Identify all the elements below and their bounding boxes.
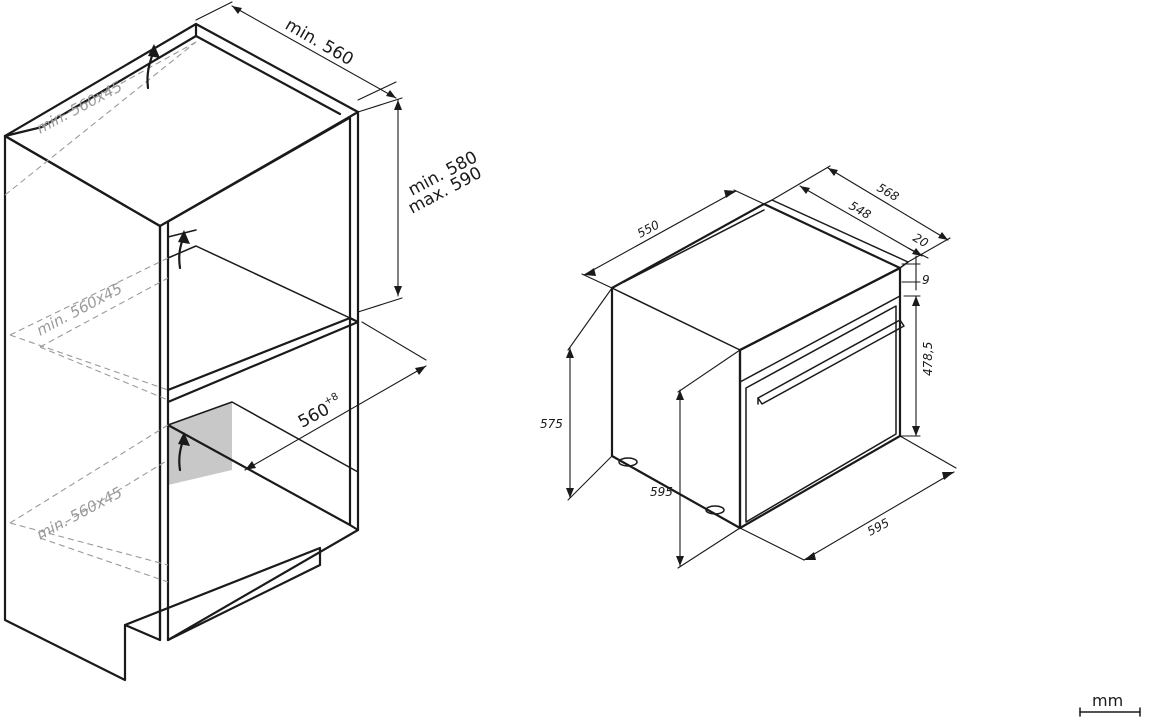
dim-niche-width: min. 560 xyxy=(282,15,357,70)
cabinet-top xyxy=(3,22,360,228)
oven-handle xyxy=(757,319,905,405)
dim-oven-door-height: 478,5 xyxy=(921,342,935,376)
oven-unit: 550 568 548 20 9 478,5 575 xyxy=(540,165,957,569)
dim-oven-top-depth: 550 xyxy=(635,217,662,240)
oven-foot xyxy=(705,505,725,515)
vent-label-bottom: min. 560x45 xyxy=(33,483,125,543)
airflow-arrow-icon xyxy=(178,230,190,270)
dim-oven-gap-9: 9 xyxy=(922,273,930,287)
units-label: mm xyxy=(1092,691,1123,710)
oven-door xyxy=(745,305,897,523)
airflow-arrow-icon xyxy=(146,44,160,90)
dim-oven-depth-548: 548 xyxy=(847,198,874,222)
dim-oven-front-20: 20 xyxy=(911,230,932,250)
dim-oven-total-height: 595 xyxy=(650,485,673,499)
units-legend: mm xyxy=(1079,691,1141,717)
oven-front-panel xyxy=(738,266,902,530)
oven-foot xyxy=(618,457,638,467)
vent-label-middle: min. 560x45 xyxy=(33,279,125,339)
dim-niche-depth-tolerance: +8 xyxy=(322,391,340,408)
oven-body xyxy=(610,202,902,530)
vent-label-top: min. 560x45 xyxy=(33,77,125,137)
cabinet-left-panel xyxy=(3,134,162,682)
airflow-arrow-icon xyxy=(178,432,190,472)
dim-oven-width: 595 xyxy=(865,516,892,539)
dim-oven-depth-568: 568 xyxy=(875,180,902,204)
cabinet-lower-shelf xyxy=(166,423,360,642)
cabinet-niche: min. 560 min. 580 max. 590 560 +8 min. 5… xyxy=(3,1,485,682)
cabinet-middle-shelf xyxy=(166,316,360,404)
dim-oven-body-height: 575 xyxy=(540,417,563,431)
